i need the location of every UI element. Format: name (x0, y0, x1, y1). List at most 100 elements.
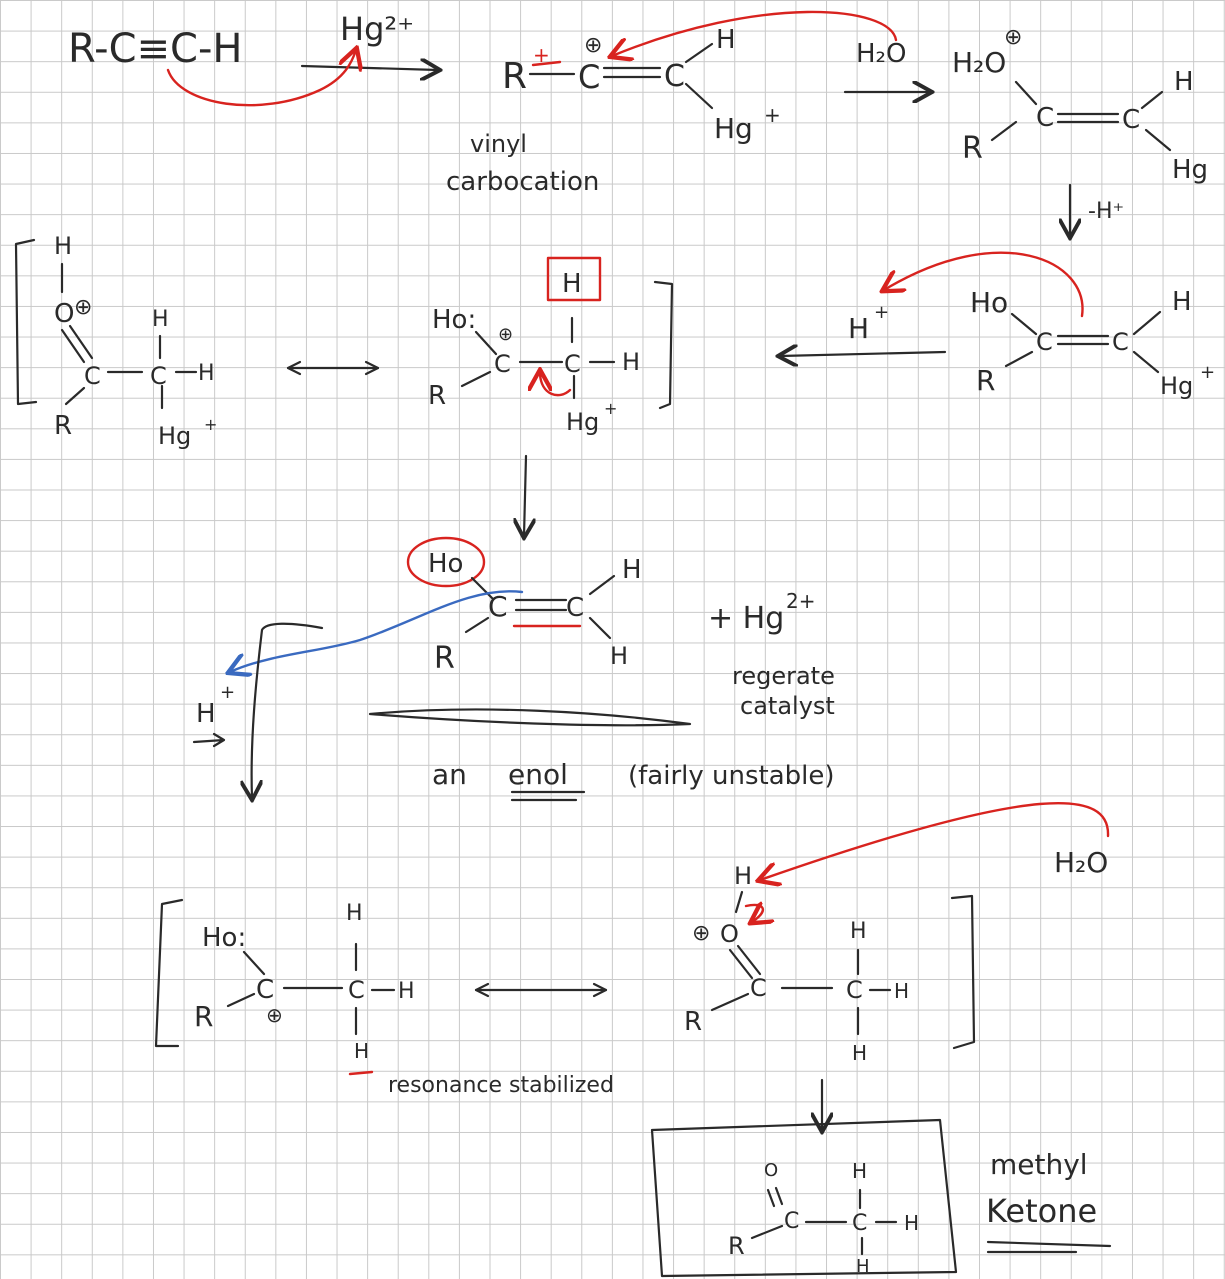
atom-R: R (194, 1000, 213, 1033)
double-bond-1 (766, 1188, 776, 1208)
atom-H-up: H (152, 307, 169, 332)
bond-C-R (64, 386, 86, 406)
scribble-underline (368, 708, 692, 727)
atom-H-boxed: H (562, 269, 582, 299)
partial-bond-mark (531, 60, 562, 67)
atom-H-down: H (852, 1041, 867, 1065)
proton-charge: + (220, 682, 235, 703)
proton-transfer-arrow (230, 590, 524, 672)
atom-R: R (54, 411, 72, 441)
reaction-arrow-3 (780, 352, 947, 356)
left-bracket (14, 238, 38, 406)
step5-carbocation: H Ho: ⊕ C R C H Hg + (428, 256, 674, 436)
water-attack-arrow (612, 10, 898, 56)
hg-charge: + (1200, 362, 1215, 383)
atom-R: R (428, 381, 446, 411)
atom-C2: C (1122, 105, 1140, 135)
caption-enol: enol (508, 758, 568, 791)
bond-C-R (460, 370, 492, 388)
bond-C-H (684, 42, 714, 64)
atom-R: R (728, 1232, 745, 1260)
double-bond-2 (736, 944, 762, 976)
atom-H-down: H (856, 1256, 870, 1277)
oxonium: H₂O (952, 46, 1006, 79)
resonance-right: H ⊕ O C R H C H H (684, 862, 976, 1065)
atom-R: R (502, 56, 527, 97)
bond-O-C (470, 576, 494, 600)
bond-C-H (1140, 90, 1164, 110)
hydroxyl: Ho (970, 286, 1008, 319)
caption-vinyl: vinyl (470, 130, 527, 158)
hydroxyl: Ho: (432, 305, 476, 335)
atom-C1: C (784, 1209, 799, 1234)
plus-mark: + (533, 43, 550, 67)
atom-R: R (684, 1007, 702, 1037)
hg-charge: + (764, 103, 781, 127)
positive-charge: ⊕ (498, 324, 513, 345)
oxonium-charge: ⊕ (1004, 25, 1022, 50)
hydroxyl: Ho (428, 549, 463, 579)
resonance-arrow-1-head-left (286, 360, 302, 376)
atom-H-right: H (198, 361, 215, 386)
atom-C2: C (564, 350, 581, 378)
reaction-arrow-5 (252, 622, 324, 798)
bond-C-Hg (1144, 128, 1172, 152)
hydroxyl: Ho: (202, 923, 246, 953)
double-bond-1 (60, 328, 86, 364)
red-mark (348, 1070, 374, 1076)
proton: H (196, 699, 216, 729)
caption-carbocation: carbocation (446, 167, 599, 197)
atom-C1: C (1036, 328, 1053, 356)
resonance-arrow-2-head-right (592, 982, 608, 998)
hg-regenerated: + Hg (708, 601, 784, 636)
reaction-arrow-1 (300, 66, 438, 70)
atom-R: R (962, 131, 983, 166)
atom-H-top: H (734, 862, 752, 890)
step4-enol-hg: Ho C C H R Hg + (970, 286, 1215, 400)
left-bracket (154, 898, 184, 1048)
atom-H: H (716, 25, 736, 55)
proton-charge: + (874, 302, 889, 323)
bond-C-R (750, 1224, 784, 1240)
proton: H (848, 312, 869, 345)
bond-C-H (1132, 310, 1162, 336)
atom-C2: C (1112, 328, 1129, 356)
bond-O-C (1014, 80, 1038, 106)
positive-charge: ⊕ (584, 33, 602, 58)
bond-O-C (242, 950, 266, 976)
bond-O-C (1010, 312, 1038, 336)
label-ketone: Ketone (986, 1192, 1097, 1230)
atom-H: H (1172, 287, 1192, 317)
hydride-shift-arrow (540, 372, 572, 397)
step2-vinyl-carbocation: R + C ⊕ C H Hg + vinyl carbocation (446, 25, 781, 197)
atom-C1: C (84, 362, 101, 390)
caption-unstable: (fairly unstable) (628, 761, 835, 791)
resonance-left: Ho: C ⊕ R H C H H (154, 898, 415, 1063)
positive-charge: ⊕ (74, 295, 92, 320)
enol-structure: Ho C C H H R (406, 536, 642, 676)
atom-H-up: H (852, 1159, 867, 1183)
hg-charge: + (604, 399, 617, 418)
water-base: H₂O (1054, 846, 1108, 879)
product-box: O C R H C H H (650, 1118, 958, 1278)
atom-H: H (1174, 67, 1194, 97)
deprotonation-arrow (760, 801, 1110, 880)
bond-C-Hg (684, 82, 714, 110)
caption-an: an (432, 758, 467, 791)
atom-Hg: Hg (1160, 372, 1193, 400)
ketone-underline-1 (986, 1240, 1112, 1248)
step3-oxonium-intermediate: H₂O ⊕ C C R H Hg (952, 25, 1208, 185)
reaction-arrow-4 (524, 454, 526, 536)
double-bond-1 (728, 948, 754, 980)
atom-H-bottom: H (610, 642, 628, 670)
right-bracket (950, 894, 976, 1050)
hydroxyl-circle (406, 536, 486, 588)
water-reagent: H₂O (856, 39, 906, 69)
step6-oxocarbenium: H O ⊕ C R H C H Hg + (14, 232, 217, 450)
resonance-arrow-2-head-left (474, 982, 490, 998)
protonation-arrow (884, 251, 1084, 318)
product-frame (650, 1118, 958, 1278)
minus-H-plus: -H⁺ (1088, 199, 1124, 224)
atom-C2: C (566, 593, 584, 623)
atom-H-down: H (354, 1039, 369, 1063)
